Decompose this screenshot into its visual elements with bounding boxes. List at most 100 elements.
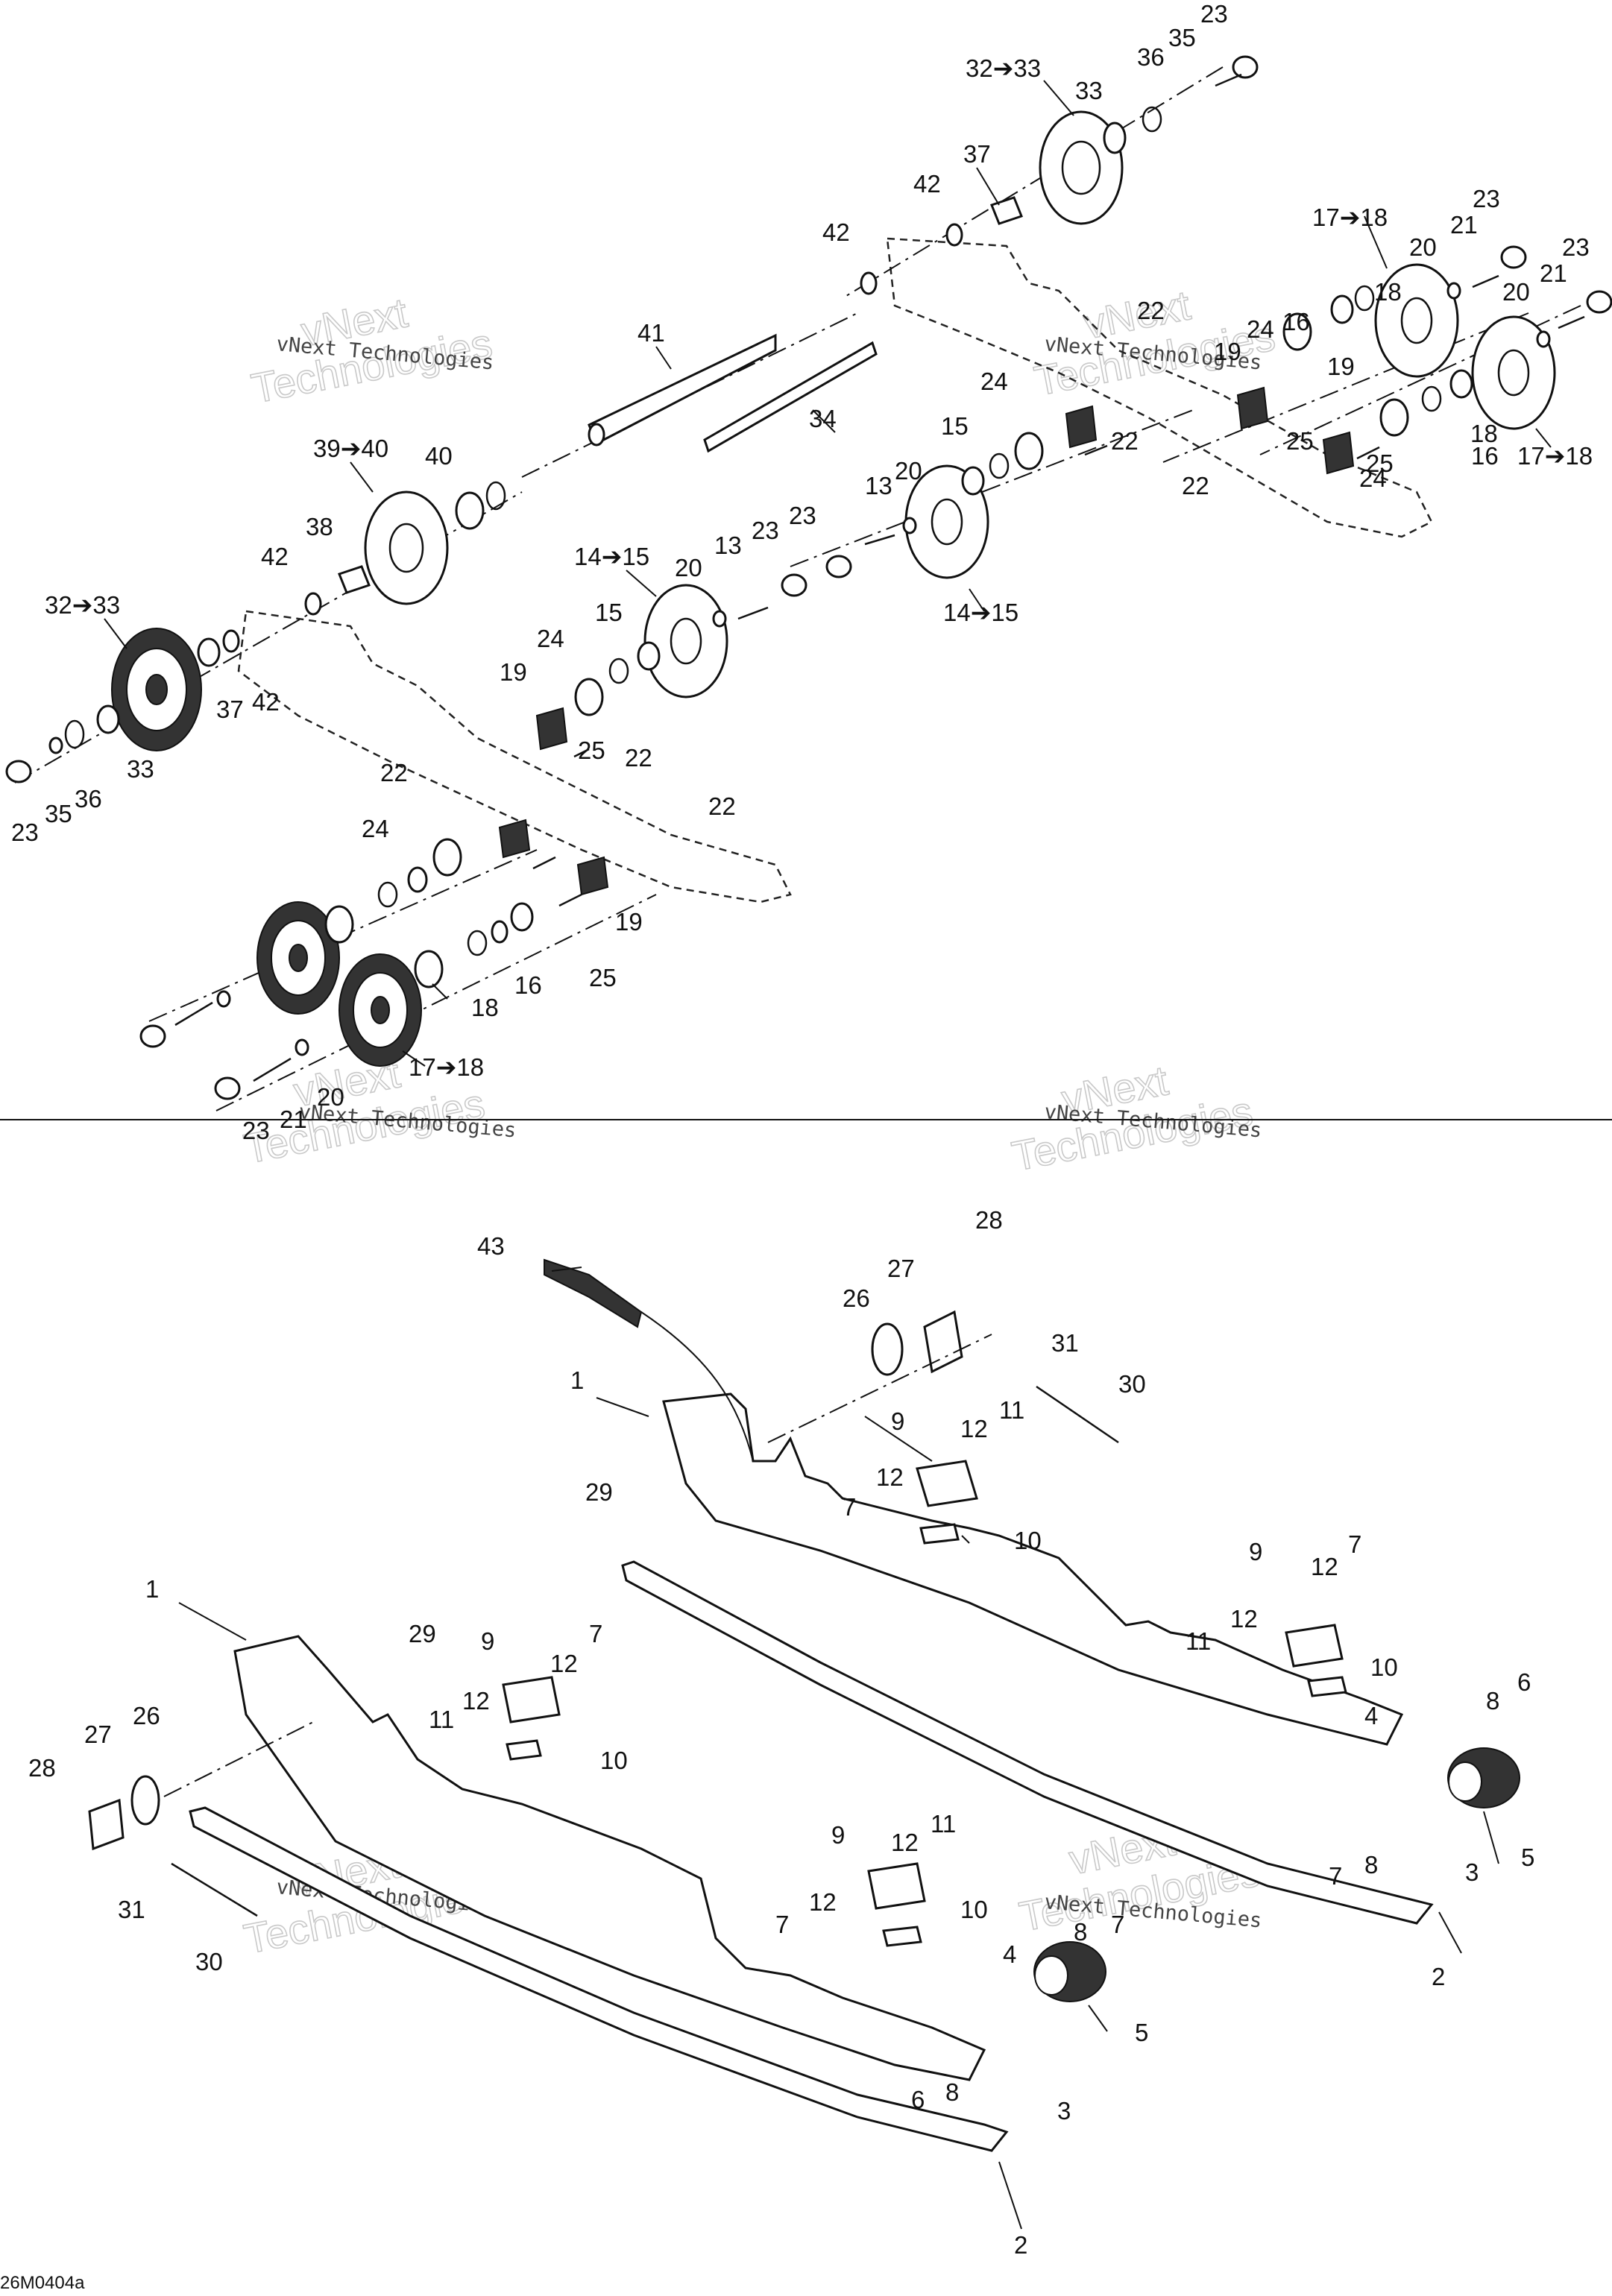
callout-label: 11 bbox=[429, 1706, 454, 1733]
callout-label: 24 bbox=[537, 625, 564, 652]
callout-label: 1 bbox=[145, 1575, 159, 1603]
callout-label: 33 bbox=[127, 755, 154, 783]
pad bbox=[1307, 1676, 1347, 1697]
callout-label: 16 bbox=[1471, 442, 1499, 470]
slide-left bbox=[189, 1806, 1009, 2152]
wheel-top-rear bbox=[1039, 110, 1124, 225]
callout-label: 19 bbox=[1327, 353, 1355, 380]
callout-label: 14➔15 bbox=[943, 599, 1018, 626]
callout-label: 21 bbox=[280, 1106, 307, 1133]
lower-assembly-drawing bbox=[88, 1258, 1520, 2152]
callout-label: 9 bbox=[481, 1627, 494, 1655]
callout-label: 23 bbox=[1200, 0, 1228, 28]
callout-label: 10 bbox=[600, 1747, 628, 1774]
wheel-large-left bbox=[111, 628, 202, 751]
callout-label: 31 bbox=[1051, 1329, 1079, 1357]
callout-label: 18 bbox=[1374, 278, 1402, 306]
callout-label: 12 bbox=[462, 1687, 490, 1715]
callout-label: 8 bbox=[1074, 1918, 1087, 1946]
callout-label: 37 bbox=[963, 140, 991, 168]
callout-label: 12 bbox=[876, 1463, 904, 1491]
callout-label: 15 bbox=[595, 599, 623, 626]
axle-centerline bbox=[842, 66, 1224, 299]
callout-label: 13 bbox=[865, 472, 892, 499]
callout-label: 24 bbox=[1247, 315, 1274, 343]
callout-label: 42 bbox=[913, 170, 941, 198]
callout-label: 30 bbox=[1118, 1370, 1146, 1398]
callout-label: 25 bbox=[578, 737, 605, 764]
callout-label: 31 bbox=[118, 1896, 145, 1923]
callout-label: 29 bbox=[585, 1478, 613, 1506]
axle-centerline bbox=[215, 894, 657, 1111]
callout-label: 22 bbox=[625, 744, 652, 772]
pad bbox=[506, 1739, 542, 1761]
callout-label: 36 bbox=[1137, 43, 1165, 71]
callout-label: 42 bbox=[822, 218, 850, 246]
callout-label: 23 bbox=[789, 502, 816, 529]
callout-label: 10 bbox=[1370, 1653, 1398, 1681]
callout-label: 37 bbox=[216, 696, 244, 723]
callout-label: 23 bbox=[1562, 233, 1590, 261]
wheel-upper-left bbox=[364, 491, 449, 605]
callout-label: 32➔33 bbox=[966, 54, 1041, 82]
axle-tube-end bbox=[588, 423, 605, 447]
callout-label: 22 bbox=[708, 792, 736, 820]
callout-label: 35 bbox=[1168, 24, 1196, 51]
callout-label: 22 bbox=[1111, 427, 1139, 455]
callout-label: 20 bbox=[317, 1083, 344, 1111]
wheel-bottom-left-2 bbox=[339, 953, 422, 1067]
callout-label: 26 bbox=[133, 1702, 160, 1729]
callout-label: 23 bbox=[242, 1117, 270, 1144]
callout-label: 12 bbox=[960, 1415, 988, 1442]
callout-label: 8 bbox=[1486, 1687, 1499, 1715]
callout-label: 21 bbox=[1450, 211, 1478, 239]
callout-label: 12 bbox=[1230, 1605, 1258, 1633]
callout-label: 8 bbox=[945, 2078, 959, 2106]
callout-label: 25 bbox=[589, 964, 617, 991]
callout-label: 1 bbox=[570, 1366, 584, 1394]
axle-centerline bbox=[790, 409, 1194, 567]
callout-label: 15 bbox=[941, 412, 969, 440]
callout-label: 22 bbox=[1182, 472, 1209, 499]
frame-outline-left bbox=[237, 610, 792, 903]
callout-label: 40 bbox=[425, 442, 453, 470]
callout-label: 5 bbox=[1521, 1844, 1534, 1871]
plate bbox=[871, 1322, 904, 1376]
callout-label: 3 bbox=[1465, 1858, 1479, 1886]
callout-label: 12 bbox=[1311, 1553, 1338, 1580]
callout-label: 11 bbox=[999, 1396, 1024, 1424]
callout-label: 2 bbox=[1014, 2231, 1027, 2259]
callout-label: 16 bbox=[514, 971, 542, 999]
upper-assembly-drawing bbox=[5, 55, 1612, 1111]
callout-label: 4 bbox=[1003, 1940, 1016, 1968]
callout-label: 9 bbox=[1249, 1538, 1262, 1565]
bolt-parts bbox=[174, 73, 1585, 1082]
bumper bbox=[867, 1862, 926, 1910]
callout-label: 7 bbox=[589, 1620, 602, 1647]
wheel-right-lower bbox=[1471, 315, 1556, 430]
wheel-right-upper bbox=[1374, 263, 1459, 378]
callout-label: 18 bbox=[1470, 420, 1498, 447]
callout-label: 23 bbox=[11, 819, 39, 846]
callout-label: 42 bbox=[261, 543, 289, 570]
callout-label: 21 bbox=[1540, 259, 1567, 287]
callout-label: 19 bbox=[615, 908, 643, 936]
pad bbox=[919, 1523, 960, 1545]
small-hardware bbox=[5, 55, 1612, 1100]
plate bbox=[88, 1798, 125, 1851]
callout-label: 36 bbox=[75, 785, 102, 813]
slide-right bbox=[621, 1560, 1434, 1925]
callout-label: 9 bbox=[891, 1407, 904, 1435]
long-bolt bbox=[171, 1862, 258, 1917]
rail-left bbox=[233, 1635, 986, 2081]
callout-label: 41 bbox=[637, 319, 665, 347]
stopper-left bbox=[1033, 1941, 1106, 2002]
callout-label: 28 bbox=[28, 1754, 56, 1782]
callout-label: 12 bbox=[550, 1650, 578, 1677]
bumper bbox=[502, 1676, 561, 1723]
stopper-right bbox=[1447, 1747, 1520, 1808]
callout-label: 30 bbox=[195, 1948, 223, 1975]
bracket-parts bbox=[498, 386, 1355, 896]
callout-labels: 23 36 35 32➔33 33 37 42 42 41 34 39➔40 4… bbox=[11, 0, 1593, 2259]
callout-label: 2 bbox=[1432, 1963, 1445, 1990]
